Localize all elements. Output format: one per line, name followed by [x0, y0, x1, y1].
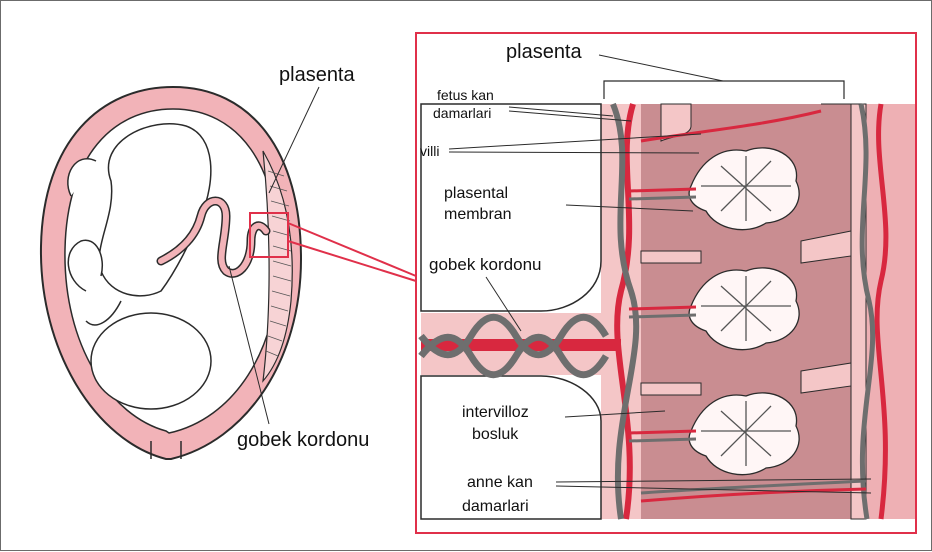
- overview-cord-label: gobek kordonu: [237, 429, 369, 451]
- intervillous-label-2: bosluk: [472, 426, 519, 443]
- uterus-overview: [41, 87, 301, 459]
- villi-label: villi: [420, 143, 439, 159]
- maternal-vessels-label-1: anne kan: [467, 474, 533, 491]
- overview-placenta-leader: [269, 87, 319, 193]
- fetal-vessels-label-1: fetus kan: [437, 87, 494, 103]
- fetal-vessels-label-2: damarlari: [433, 105, 491, 121]
- overview-placenta-label: plasenta: [279, 64, 355, 86]
- intervillous-label-1: intervilloz: [462, 404, 529, 421]
- zoom-connector-top: [288, 223, 416, 276]
- zoom-connector-bottom: [288, 241, 416, 281]
- detail-cord-label: gobek kordonu: [429, 255, 541, 274]
- membrane-label-2: membran: [444, 206, 512, 223]
- detail-placenta-label: plasenta: [506, 41, 582, 63]
- fetus-head: [91, 313, 211, 409]
- maternal-vessels-label-2: damarlari: [462, 498, 529, 515]
- membrane-label-1: plasental: [444, 185, 508, 202]
